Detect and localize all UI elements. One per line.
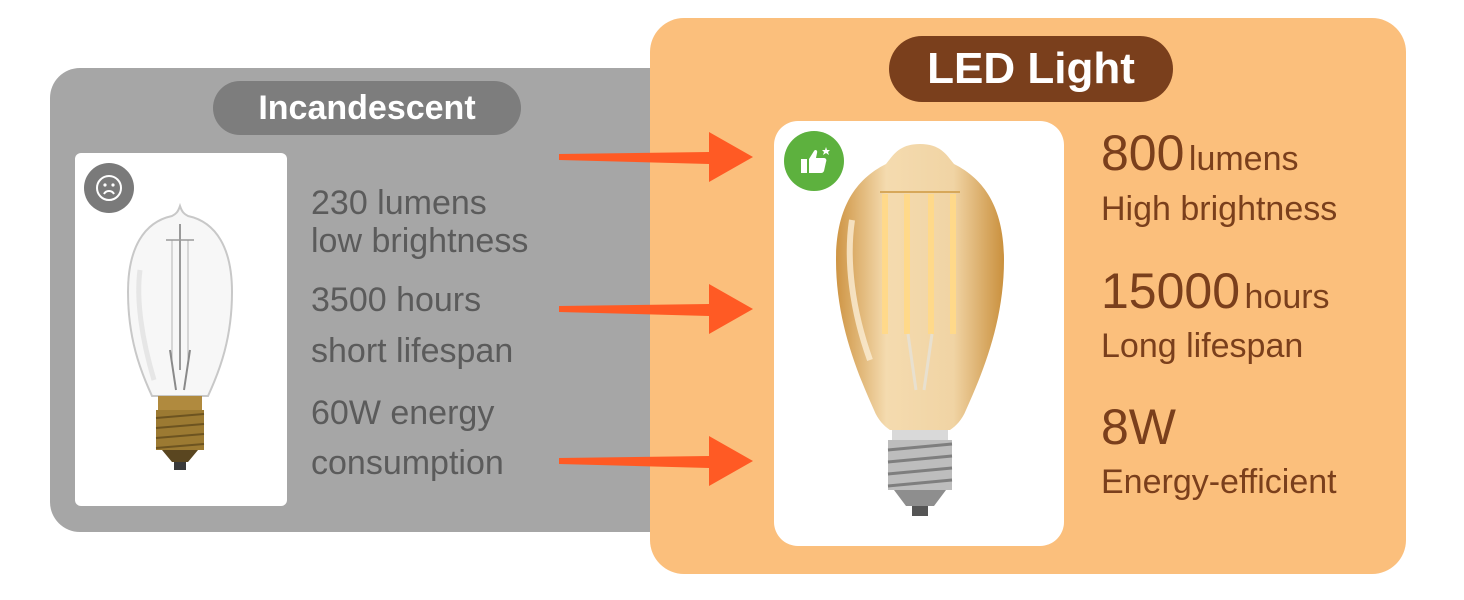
led-lumens-unit: lumens — [1188, 140, 1299, 178]
incandescent-lifespan: short lifespan — [311, 332, 514, 370]
led-wattage-value: 8W — [1101, 399, 1176, 455]
comparison-arrows — [559, 132, 753, 486]
led-brightness: High brightness — [1101, 190, 1338, 228]
incandescent-hours: 3500 hours — [311, 281, 482, 319]
led-efficiency: Energy-efficient — [1101, 463, 1337, 501]
led-hours-unit: hours — [1244, 278, 1330, 316]
arrow-brightness — [559, 132, 753, 182]
led-title: LED Light — [889, 36, 1173, 102]
led-lumens-value: 800 — [1101, 125, 1185, 181]
incandescent-lumens: 230 lumens — [311, 184, 487, 222]
incandescent-brightness: low brightness — [311, 222, 529, 260]
led-lumens: 800 lumens — [1101, 124, 1299, 182]
led-wattage: 8W — [1101, 398, 1176, 456]
incandescent-consumption: consumption — [311, 444, 504, 482]
arrow-energy — [559, 436, 753, 486]
led-lifespan: Long lifespan — [1101, 327, 1304, 365]
sad-face-icon — [84, 163, 134, 213]
thumbs-up-icon — [784, 131, 844, 191]
led-hours: 15000 hours — [1101, 262, 1330, 320]
incandescent-wattage: 60W energy — [311, 394, 495, 432]
incandescent-bulb-image — [126, 202, 234, 470]
incandescent-title: Incandescent — [213, 81, 521, 135]
arrow-lifespan — [559, 284, 753, 334]
led-bulb-image — [836, 144, 1004, 516]
led-hours-value: 15000 — [1101, 263, 1241, 319]
